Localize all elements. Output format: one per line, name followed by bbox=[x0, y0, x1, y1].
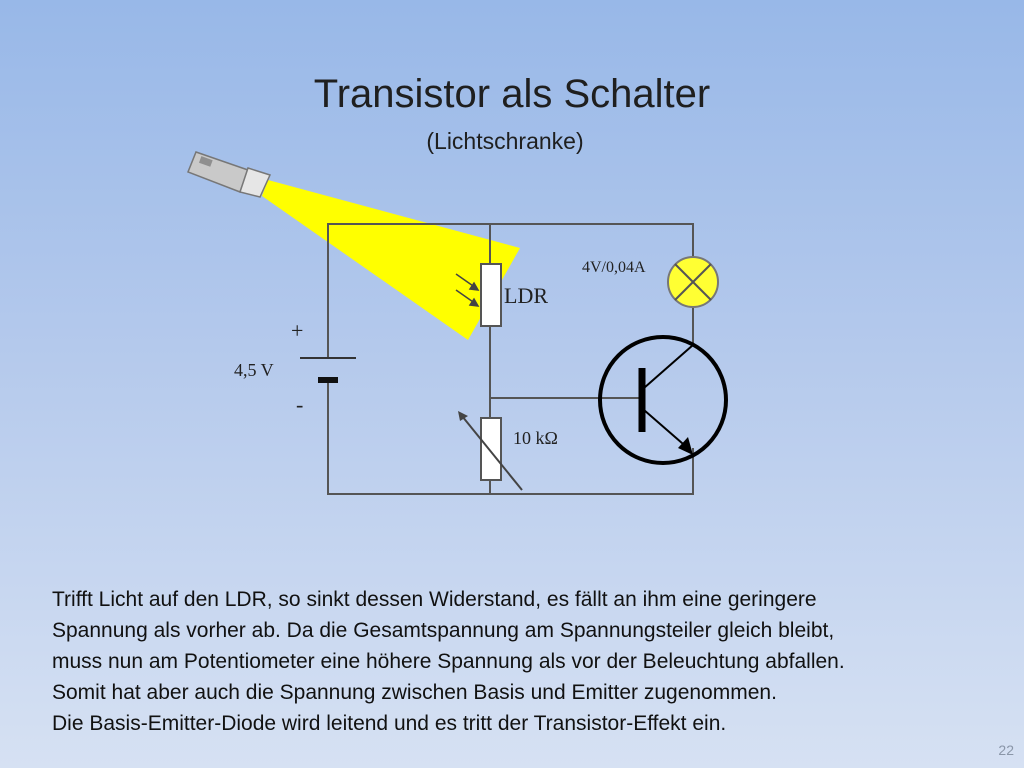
description-line: muss nun am Potentiometer eine höhere Sp… bbox=[52, 650, 845, 673]
slide-subtitle: (Lichtschranke) bbox=[426, 128, 584, 154]
battery-voltage-label: 4,5 V bbox=[234, 360, 274, 380]
light-arrows-icon bbox=[455, 273, 480, 307]
page-number: 22 bbox=[998, 742, 1014, 758]
lamp-label: 4V/0,04A bbox=[582, 259, 646, 276]
transistor bbox=[598, 335, 728, 465]
circuit-wires bbox=[327, 223, 694, 495]
potentiometer-label: 10 kΩ bbox=[513, 428, 558, 448]
description-line: Die Basis-Emitter-Diode wird leitend und… bbox=[52, 712, 727, 735]
slide-title: Transistor als Schalter bbox=[313, 72, 711, 116]
description-line: Somit hat aber auch die Spannung zwische… bbox=[52, 681, 777, 704]
ldr-resistor bbox=[480, 263, 502, 327]
light-beam bbox=[262, 180, 520, 340]
battery-plus-label: + bbox=[291, 318, 303, 343]
ldr-label: LDR bbox=[504, 283, 548, 308]
flashlight-icon bbox=[187, 151, 272, 198]
potentiometer bbox=[458, 411, 523, 491]
battery bbox=[300, 357, 356, 383]
description-line: Trifft Licht auf den LDR, so sinkt desse… bbox=[52, 588, 817, 611]
lamp-icon bbox=[667, 256, 719, 308]
description-line: Spannung als vorher ab. Da die Gesamtspa… bbox=[52, 619, 835, 642]
battery-minus-label: - bbox=[296, 392, 303, 417]
description-text: Trifft Licht auf den LDR, so sinkt desse… bbox=[52, 584, 982, 739]
